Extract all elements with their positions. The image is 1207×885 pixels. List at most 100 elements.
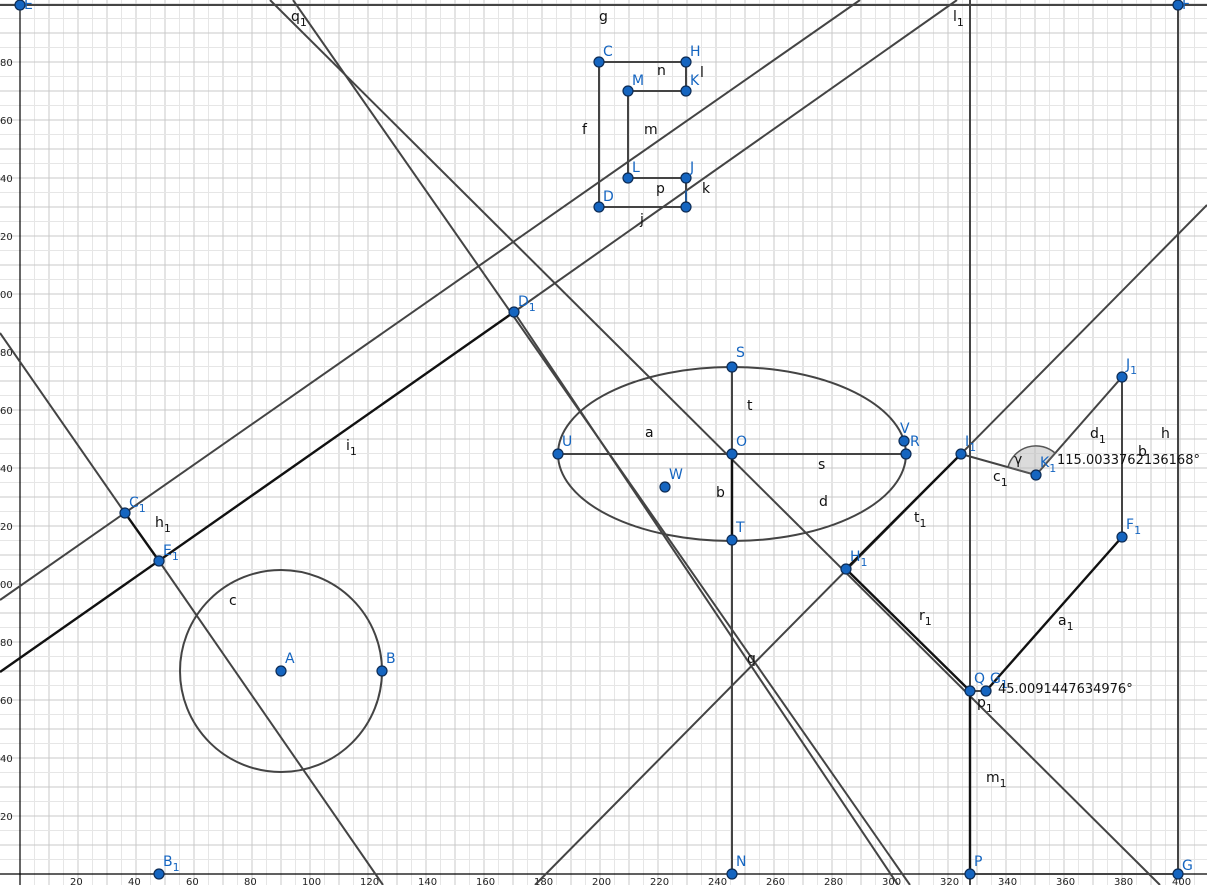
line-upper-diagonal[interactable] <box>0 0 861 601</box>
object-label-t1: t1 <box>914 510 927 530</box>
angle-gamma-sector[interactable] <box>1007 445 1057 476</box>
point-a[interactable] <box>275 665 287 677</box>
y-tick-label: 40 <box>0 464 13 475</box>
point-c[interactable] <box>593 56 605 68</box>
point-k[interactable] <box>680 85 692 97</box>
point-f1[interactable] <box>1116 531 1128 543</box>
point-e[interactable] <box>14 0 26 11</box>
point-b[interactable] <box>376 665 388 677</box>
point-u[interactable] <box>552 448 564 460</box>
object-label-i1: i1 <box>346 438 357 458</box>
object-label-a: a <box>645 425 654 441</box>
angle-gamma-value: 115.0033762136168° <box>1057 453 1200 468</box>
segment-r1[interactable] <box>845 568 971 692</box>
point-label-b: B <box>386 651 396 667</box>
line-h1-c1-extension[interactable] <box>0 332 126 514</box>
x-tick-label: 240 <box>708 877 727 885</box>
object-label-d: d <box>819 494 828 510</box>
object-label-b1lbl: b <box>1138 444 1147 460</box>
point-p[interactable] <box>964 868 976 880</box>
line-e1-down[interactable] <box>158 560 384 885</box>
point-g[interactable] <box>1172 868 1184 880</box>
point-l[interactable] <box>622 172 634 184</box>
object-label-q: q <box>747 651 756 667</box>
x-tick-label: 280 <box>824 877 843 885</box>
point-j1[interactable] <box>1116 371 1128 383</box>
line-q[interactable] <box>513 311 899 885</box>
point-b1[interactable] <box>153 868 165 880</box>
point-e1[interactable] <box>153 555 165 567</box>
segment-i1[interactable] <box>0 311 515 673</box>
object-label-m: m <box>644 122 658 138</box>
point-label-d1: D1 <box>518 294 536 314</box>
point-t[interactable] <box>726 534 738 546</box>
x-tick-label: 300 <box>882 877 901 885</box>
point-label-v: V <box>900 421 910 437</box>
y-tick-label: 20 <box>0 522 13 533</box>
object-label-s: s <box>818 457 825 473</box>
point-label-w: W <box>669 467 683 483</box>
point-o[interactable] <box>726 448 738 460</box>
point-label-p: P <box>974 854 982 870</box>
object-label-c: c <box>229 593 237 609</box>
points-layer <box>14 0 1184 880</box>
point-k1[interactable] <box>1030 469 1042 481</box>
object-label-a1: a1 <box>1058 613 1074 633</box>
point-r[interactable] <box>900 448 912 460</box>
point-q[interactable] <box>964 685 976 697</box>
line-j-parallel[interactable] <box>513 0 958 313</box>
point-label-m: M <box>632 73 644 89</box>
point-i1[interactable] <box>955 448 967 460</box>
point-i[interactable] <box>680 201 692 213</box>
point-h[interactable] <box>680 56 692 68</box>
point-v[interactable] <box>898 435 910 447</box>
point-label-g: G <box>1182 858 1193 874</box>
object-label-d1: d1 <box>1090 426 1106 446</box>
object-label-k: k <box>702 181 711 197</box>
point-d[interactable] <box>593 201 605 213</box>
object-label-l: l <box>700 65 704 81</box>
x-tick-label: 20 <box>70 877 83 885</box>
point-s[interactable] <box>726 361 738 373</box>
point-label-u: U <box>562 434 572 450</box>
object-label-h: h <box>1161 426 1170 442</box>
object-label-p1: p1 <box>977 695 993 715</box>
x-tick-label: 380 <box>1114 877 1133 885</box>
x-tick-label: 260 <box>766 877 785 885</box>
point-label-t: T <box>735 520 745 536</box>
x-tick-label: 320 <box>940 877 959 885</box>
x-tick-label: 140 <box>418 877 437 885</box>
object-label-t: t <box>747 398 753 414</box>
point-g1[interactable] <box>980 685 992 697</box>
point-j[interactable] <box>680 172 692 184</box>
object-label-gamma: γ <box>1014 452 1022 468</box>
point-c1[interactable] <box>119 507 131 519</box>
line-second-diagonal[interactable] <box>269 0 1161 885</box>
point-w[interactable] <box>659 481 671 493</box>
y-tick-label: 80 <box>0 58 13 69</box>
segment-h1[interactable] <box>124 512 160 562</box>
point-label-j1: J1 <box>1125 357 1137 377</box>
y-tick-label: 00 <box>0 580 13 591</box>
point-n[interactable] <box>726 868 738 880</box>
x-tick-label: 40 <box>128 877 141 885</box>
point-m[interactable] <box>622 85 634 97</box>
point-d1[interactable] <box>508 306 520 318</box>
point-f[interactable] <box>1172 0 1184 11</box>
x-tick-label: 100 <box>302 877 321 885</box>
x-tick-label: 120 <box>360 877 379 885</box>
point-label-l: L <box>632 160 640 176</box>
segment-t1[interactable] <box>845 453 962 570</box>
y-tick-label: 40 <box>0 754 13 765</box>
y-tick-label: 00 <box>0 290 13 301</box>
point-h1[interactable] <box>840 563 852 575</box>
object-label-p: p <box>656 181 665 197</box>
x-tick-label: 220 <box>650 877 669 885</box>
y-tick-label: 60 <box>0 116 13 127</box>
segment-a1[interactable] <box>985 536 1123 692</box>
point-label-s: S <box>736 345 745 361</box>
